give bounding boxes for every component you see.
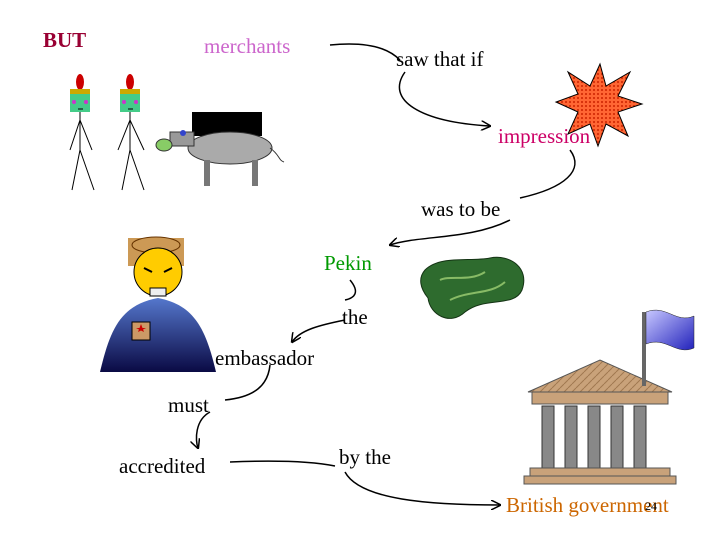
embassador-figure xyxy=(100,236,216,372)
pekin-map-texture xyxy=(439,271,506,301)
arrow-the-to-embassador xyxy=(292,319,346,342)
arrow-merchants-to-saw xyxy=(329,43,401,61)
label-the: the xyxy=(342,305,368,329)
arrow-pekin-to-the xyxy=(344,279,357,301)
arrow-was-to-pekin xyxy=(390,219,511,245)
merchant-figure-left xyxy=(69,74,95,191)
arrow-embassador-to-must xyxy=(224,364,271,401)
label-pekin: Pekin xyxy=(324,251,372,275)
merchant-figure-right xyxy=(117,74,145,191)
page-number: 24 xyxy=(645,499,657,513)
label-british-government: British government xyxy=(506,493,669,517)
label-saw-that-if: saw that if xyxy=(396,47,484,71)
pekin-map-icon xyxy=(420,256,525,319)
impression-burst-icon xyxy=(554,62,644,148)
arrow-by-to-british xyxy=(344,471,500,505)
arrow-must-to-accredited xyxy=(196,411,211,448)
label-must: must xyxy=(168,393,209,417)
arrow-saw-to-impression xyxy=(398,71,490,126)
arrow-accredited-to-by xyxy=(229,460,336,467)
label-embassador: embassador xyxy=(215,346,315,370)
label-merchants: merchants xyxy=(204,34,291,58)
label-impression: impression xyxy=(498,124,591,148)
pack-animal xyxy=(155,112,285,186)
government-building-icon xyxy=(523,309,695,485)
flag-icon xyxy=(645,309,695,351)
label-but: BUT xyxy=(43,28,87,52)
label-accredited: accredited xyxy=(119,454,206,478)
arrow-impression-to-was xyxy=(519,149,576,199)
label-by-the: by the xyxy=(339,445,391,469)
label-was-to-be: was to be xyxy=(421,197,501,221)
